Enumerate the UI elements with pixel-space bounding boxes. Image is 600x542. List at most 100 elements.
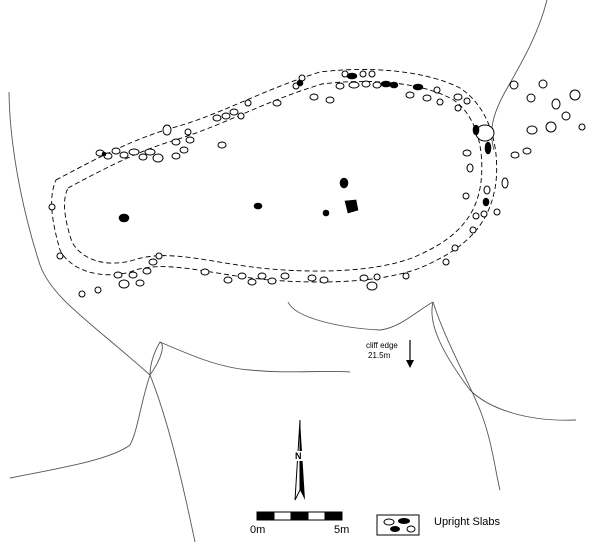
stone (223, 276, 233, 284)
stone (111, 147, 121, 155)
stone (480, 210, 488, 218)
stone (142, 267, 152, 275)
stone (221, 112, 231, 120)
stone (309, 93, 319, 101)
upright-slab (380, 80, 392, 88)
scale-segment (290, 511, 309, 521)
stone (280, 272, 290, 280)
terrain-lines (8, 0, 577, 542)
stone (229, 108, 239, 116)
upright-slab (253, 202, 263, 210)
stone (366, 281, 378, 291)
stone (267, 277, 277, 285)
scale-segment (273, 511, 292, 521)
stone (135, 279, 145, 287)
upright-slab (389, 81, 399, 89)
stone (526, 125, 538, 135)
stone (569, 89, 581, 101)
stone (247, 278, 257, 286)
stone (373, 273, 381, 281)
stone (466, 163, 474, 173)
terrain-line-south-central (159, 341, 351, 373)
stone (152, 153, 164, 163)
stone (551, 98, 561, 110)
terrain-spur (149, 341, 163, 376)
stone (148, 258, 158, 266)
stone (319, 276, 329, 284)
upright-slab (322, 209, 330, 217)
arrow-down-icon (406, 340, 414, 368)
upright-slab (484, 141, 492, 155)
stone (200, 268, 210, 276)
stone (171, 138, 181, 146)
stone (462, 149, 472, 157)
stone (433, 86, 441, 94)
stone (463, 97, 471, 105)
stone (119, 151, 129, 159)
stone (462, 192, 470, 200)
stone (237, 272, 247, 280)
stone (422, 94, 432, 102)
stone (325, 96, 335, 104)
cliff-edge-line (287, 301, 434, 331)
stone (185, 136, 195, 144)
stone (451, 244, 459, 252)
stone (155, 252, 163, 260)
cliff-edge-height: 21.5m (368, 351, 391, 360)
stone (307, 274, 317, 282)
stone (144, 148, 156, 156)
enclosure-inner (64, 80, 483, 272)
stone (522, 147, 532, 155)
terrain-line-west (8, 91, 151, 376)
stone (244, 99, 252, 107)
stone (48, 203, 56, 211)
stone (372, 81, 382, 89)
stone (469, 226, 477, 234)
stone (405, 91, 415, 99)
scale-segment (324, 511, 343, 521)
stone (442, 258, 450, 266)
upright-slab (346, 72, 358, 80)
stone (501, 177, 509, 189)
terrain-line-southeast-inner (432, 301, 501, 491)
stone (128, 271, 138, 279)
stone (561, 111, 571, 121)
stone (217, 141, 227, 149)
upright-slab (118, 213, 130, 223)
stone (118, 279, 130, 289)
stone (113, 271, 123, 279)
scale-segment (256, 511, 275, 521)
stone (335, 82, 345, 90)
stone (454, 104, 462, 112)
stone (272, 99, 282, 107)
upright-slab (339, 177, 349, 189)
stone (138, 153, 148, 161)
stone (509, 80, 519, 90)
stone (453, 93, 463, 101)
upright-slab (296, 79, 304, 87)
stone (510, 151, 520, 159)
stone (179, 146, 189, 154)
stone (493, 208, 501, 216)
stone (483, 185, 491, 195)
upright-slab (412, 83, 424, 91)
stone (257, 272, 267, 280)
stone (526, 93, 536, 103)
upright-slab (472, 124, 480, 136)
terrain-line-south (149, 374, 196, 542)
scale-end-label: 5m (334, 524, 350, 536)
slab-swatch-icon (376, 514, 420, 536)
stone (162, 124, 172, 136)
stone (184, 128, 192, 136)
upright-slabs (101, 72, 492, 223)
upright-slab (344, 199, 359, 214)
stone (171, 152, 181, 160)
stone (56, 252, 64, 260)
stone (545, 121, 557, 133)
scale-start-label: 0m (250, 524, 266, 536)
upright-slab (482, 197, 490, 207)
stone (538, 79, 548, 89)
stone (94, 286, 102, 294)
